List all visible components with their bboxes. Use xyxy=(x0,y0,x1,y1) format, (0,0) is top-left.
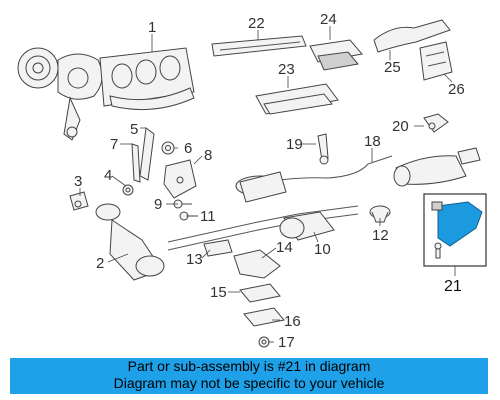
callout-3: 3 xyxy=(74,173,82,190)
gasket-3 xyxy=(69,191,89,211)
exhaust-tip-21 xyxy=(437,201,483,247)
front-pipe-catalyst xyxy=(235,155,393,203)
callout-4: 4 xyxy=(104,167,112,184)
callout-16: 16 xyxy=(284,313,301,330)
callout-21: 21 xyxy=(444,278,462,295)
info-banner: Part or sub-assembly is #21 in diagram D… xyxy=(10,358,488,394)
callout-15: 15 xyxy=(210,284,227,301)
callout-10: 10 xyxy=(314,241,331,258)
banner-line-1: Part or sub-assembly is #21 in diagram xyxy=(127,358,371,374)
callout-20: 20 xyxy=(392,118,409,135)
callout-6: 6 xyxy=(184,140,192,157)
callout-8: 8 xyxy=(204,147,212,164)
heat-shield-25 xyxy=(373,19,451,53)
exhaust-system-diagram: 1 2 3 4 5 6 7 8 9 10 11 12 13 14 15 16 1… xyxy=(17,11,487,351)
callout-25: 25 xyxy=(384,59,401,76)
callout-14: 14 xyxy=(276,239,293,256)
callout-2: 2 xyxy=(96,255,104,272)
bracket-8 xyxy=(163,159,197,199)
intermediate-pipe-10 xyxy=(167,205,359,251)
bracket-15 xyxy=(239,283,281,303)
callout-19: 19 xyxy=(286,136,303,153)
callout-7: 7 xyxy=(110,136,118,153)
nut-4 xyxy=(122,184,134,196)
callout-26: 26 xyxy=(448,81,465,98)
heat-shield-26 xyxy=(419,41,453,81)
bracket-5 xyxy=(139,127,155,181)
bracket-16 xyxy=(243,307,285,327)
hanger-19 xyxy=(317,133,329,165)
exhaust-manifold xyxy=(99,47,195,111)
callout-13: 13 xyxy=(186,251,203,268)
bolt-17 xyxy=(258,336,270,348)
callout-11: 11 xyxy=(200,208,216,225)
callout-18: 18 xyxy=(364,133,381,150)
callout-23: 23 xyxy=(278,61,295,78)
callout-5: 5 xyxy=(130,121,138,138)
heat-shield-24 xyxy=(309,39,363,71)
callout-17: 17 xyxy=(278,334,295,351)
highlight-box-21 xyxy=(423,193,487,267)
callout-22: 22 xyxy=(248,15,265,32)
callout-1: 1 xyxy=(148,19,156,36)
callout-labels: 1 2 3 4 5 6 7 8 9 10 11 12 13 14 15 16 1… xyxy=(74,11,465,351)
leader-lines xyxy=(79,26,456,343)
banner-line-2: Diagram may not be specific to your vehi… xyxy=(113,375,385,391)
clamp-7 xyxy=(131,143,141,183)
rear-muffler-18 xyxy=(393,147,481,187)
heat-shield-22 xyxy=(211,35,307,57)
callout-24: 24 xyxy=(320,11,337,28)
catalytic-converter-front xyxy=(95,203,165,281)
mount-14 xyxy=(233,249,281,279)
washer-6 xyxy=(161,141,175,155)
callout-12: 12 xyxy=(372,227,389,244)
turbocharger xyxy=(17,47,103,141)
callout-9: 9 xyxy=(154,196,162,213)
hanger-20 xyxy=(423,113,449,133)
heat-shield-23 xyxy=(255,83,339,115)
mount-13 xyxy=(203,239,233,257)
